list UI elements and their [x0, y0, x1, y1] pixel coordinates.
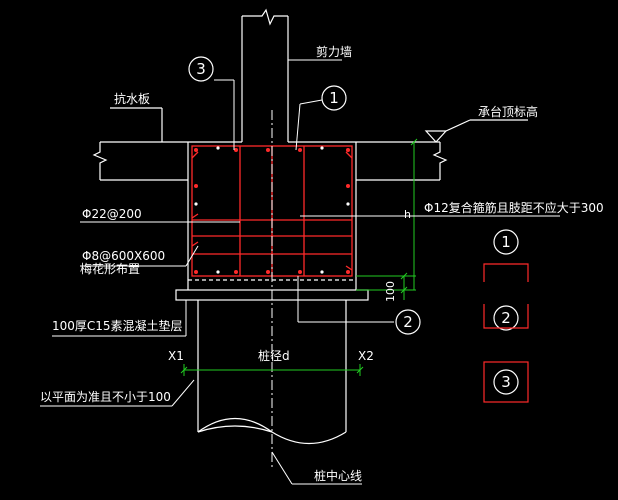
label-dim-100: 100 [384, 281, 397, 302]
dimension-lines [180, 138, 418, 376]
callout-1: 1 [321, 85, 347, 111]
label-rebar-side: Φ12复合箍筋且肢距不应大于300 [424, 200, 604, 215]
label-h: h [404, 208, 411, 221]
rebar-dots [194, 148, 350, 274]
label-pile-dia: 桩径d [258, 348, 290, 363]
slab-outline [92, 107, 528, 181]
svg-text:3: 3 [501, 373, 511, 391]
label-anti-water-slab: 抗水板 [114, 91, 150, 106]
legend-2: 2 [483, 304, 529, 331]
label-cushion: 100厚C15素混凝土垫层 [52, 318, 183, 333]
leader-lines [40, 59, 560, 485]
legend-1: 1 [483, 229, 529, 282]
label-rebar-stirrup: Φ8@600X600 [82, 249, 165, 263]
label-pile-embed: 以平面为准且不小于100 [40, 390, 171, 404]
label-x1: X1 [168, 349, 184, 363]
callout-2: 2 [395, 309, 421, 335]
svg-text:1: 1 [501, 233, 511, 251]
svg-text:3: 3 [196, 60, 206, 78]
label-rebar-top: Φ22@200 [82, 207, 142, 221]
svg-text:1: 1 [329, 89, 339, 107]
svg-text:2: 2 [501, 309, 511, 327]
shear-wall [241, 8, 289, 142]
svg-text:2: 2 [403, 313, 413, 331]
label-x2: X2 [358, 349, 374, 363]
label-shear-wall: 剪力墙 [316, 44, 352, 59]
callout-3: 3 [188, 56, 214, 82]
rebar-white-dots [194, 146, 350, 274]
label-rebar-stirrup-note: 梅花形布置 [80, 261, 140, 276]
label-pile-axis: 桩中心线 [314, 468, 362, 483]
legend-3: 3 [483, 361, 529, 403]
rebar-cage [191, 145, 353, 277]
label-cap-top-elev: 承台顶标高 [478, 104, 538, 119]
